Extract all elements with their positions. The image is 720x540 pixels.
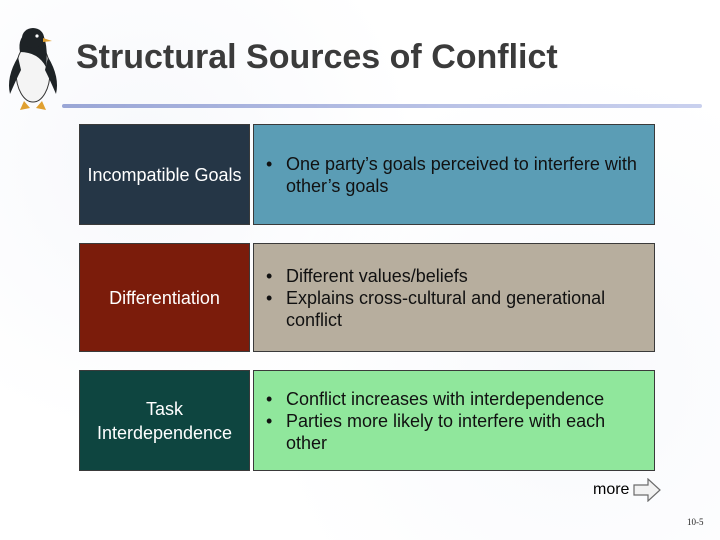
row-description: Different values/beliefs Explains cross-… <box>253 243 655 352</box>
bullet-item: Different values/beliefs <box>264 265 644 287</box>
penguin-icon <box>9 28 57 110</box>
row-description: One party’s goals perceived to interfere… <box>253 124 655 225</box>
title-divider <box>62 104 702 108</box>
row-label: Task Interdependence <box>79 370 250 471</box>
slide-title: Structural Sources of Conflict <box>76 38 558 76</box>
row-label: Differentiation <box>79 243 250 352</box>
arrow-right-icon[interactable] <box>633 478 661 502</box>
row-description: Conflict increases with interdependence … <box>253 370 655 471</box>
conflict-source-row: Task Interdependence Conflict increases … <box>79 370 655 471</box>
bullet-item: Explains cross-cultural and generational… <box>264 287 644 331</box>
bullet-item: Parties more likely to interfere with ea… <box>264 410 644 454</box>
bullet-item: One party’s goals perceived to interfere… <box>264 153 644 197</box>
page-number: 10-5 <box>687 517 704 527</box>
bullet-item: Conflict increases with interdependence <box>264 388 644 410</box>
conflict-source-row: Incompatible Goals One party’s goals per… <box>79 124 655 225</box>
more-link[interactable]: more <box>593 481 630 498</box>
row-label: Incompatible Goals <box>79 124 250 225</box>
conflict-source-row: Differentiation Different values/beliefs… <box>79 243 655 352</box>
